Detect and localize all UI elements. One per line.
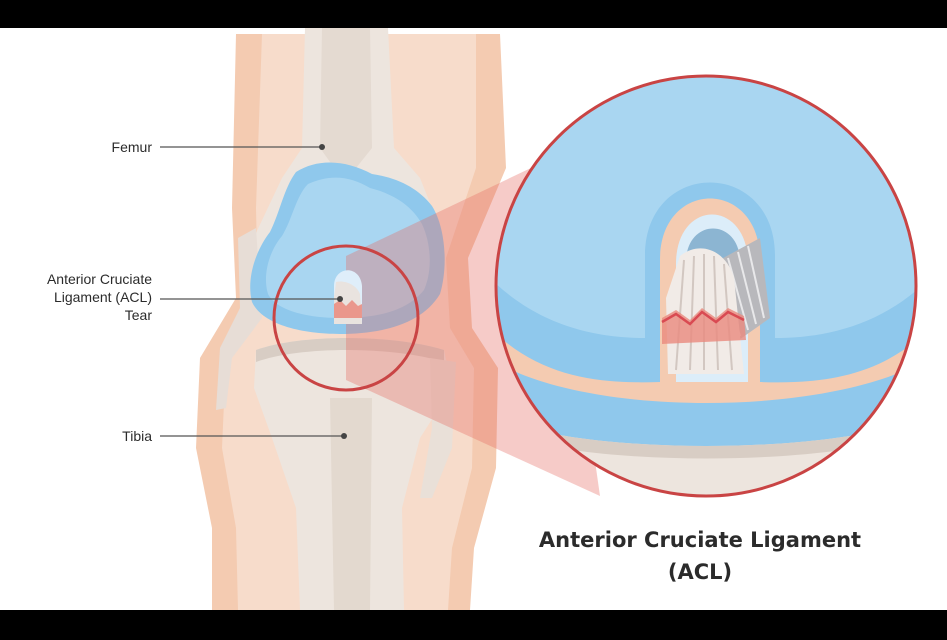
small-highlight-circle	[272, 244, 420, 392]
zoom-femur-cartilage-inner	[496, 76, 916, 338]
acl-label-line-1: Anterior Cruciate	[46, 271, 152, 287]
femur-inner-shade	[320, 28, 372, 173]
diagram-caption: Anterior Cruciate Ligament (ACL)	[520, 524, 880, 588]
tibia-shaft-shade	[330, 398, 372, 610]
femur-label: Femur	[111, 139, 152, 155]
leader-dots	[319, 144, 347, 439]
tibia-leader-dot	[341, 433, 347, 439]
patellar-tendon	[216, 228, 262, 410]
zoom-acl-tear-line	[661, 310, 745, 326]
large-highlight-circle	[494, 74, 918, 498]
acl-label-line-3: Tear	[124, 307, 152, 323]
femur-cartilage-inner	[265, 177, 430, 318]
tibia-label: Tibia	[122, 428, 152, 444]
knee-illustration	[160, 28, 918, 610]
zoom-tibia-surface	[496, 416, 916, 459]
fibula-bone	[420, 358, 456, 498]
magnified-view	[496, 76, 916, 496]
caption-line-2: (ACL)	[667, 560, 733, 584]
caption-line-1: Anterior Cruciate Ligament	[538, 528, 862, 552]
acl-leader-dot	[337, 296, 343, 302]
leader-lines	[160, 146, 342, 437]
zoom-acl-tear	[662, 308, 746, 344]
diagram-frame: Femur Anterior Cruciate Ligament (ACL) T…	[0, 28, 947, 610]
femur-leader-dot	[319, 144, 325, 150]
tibia-plateau	[256, 338, 444, 362]
acl-tear-label: Anterior Cruciate Ligament (ACL) Tear	[8, 270, 152, 324]
zoom-tibia-cartilage	[496, 358, 916, 458]
acl-label-line-2: Ligament (ACL)	[53, 289, 152, 305]
small-acl-tear	[334, 300, 362, 318]
